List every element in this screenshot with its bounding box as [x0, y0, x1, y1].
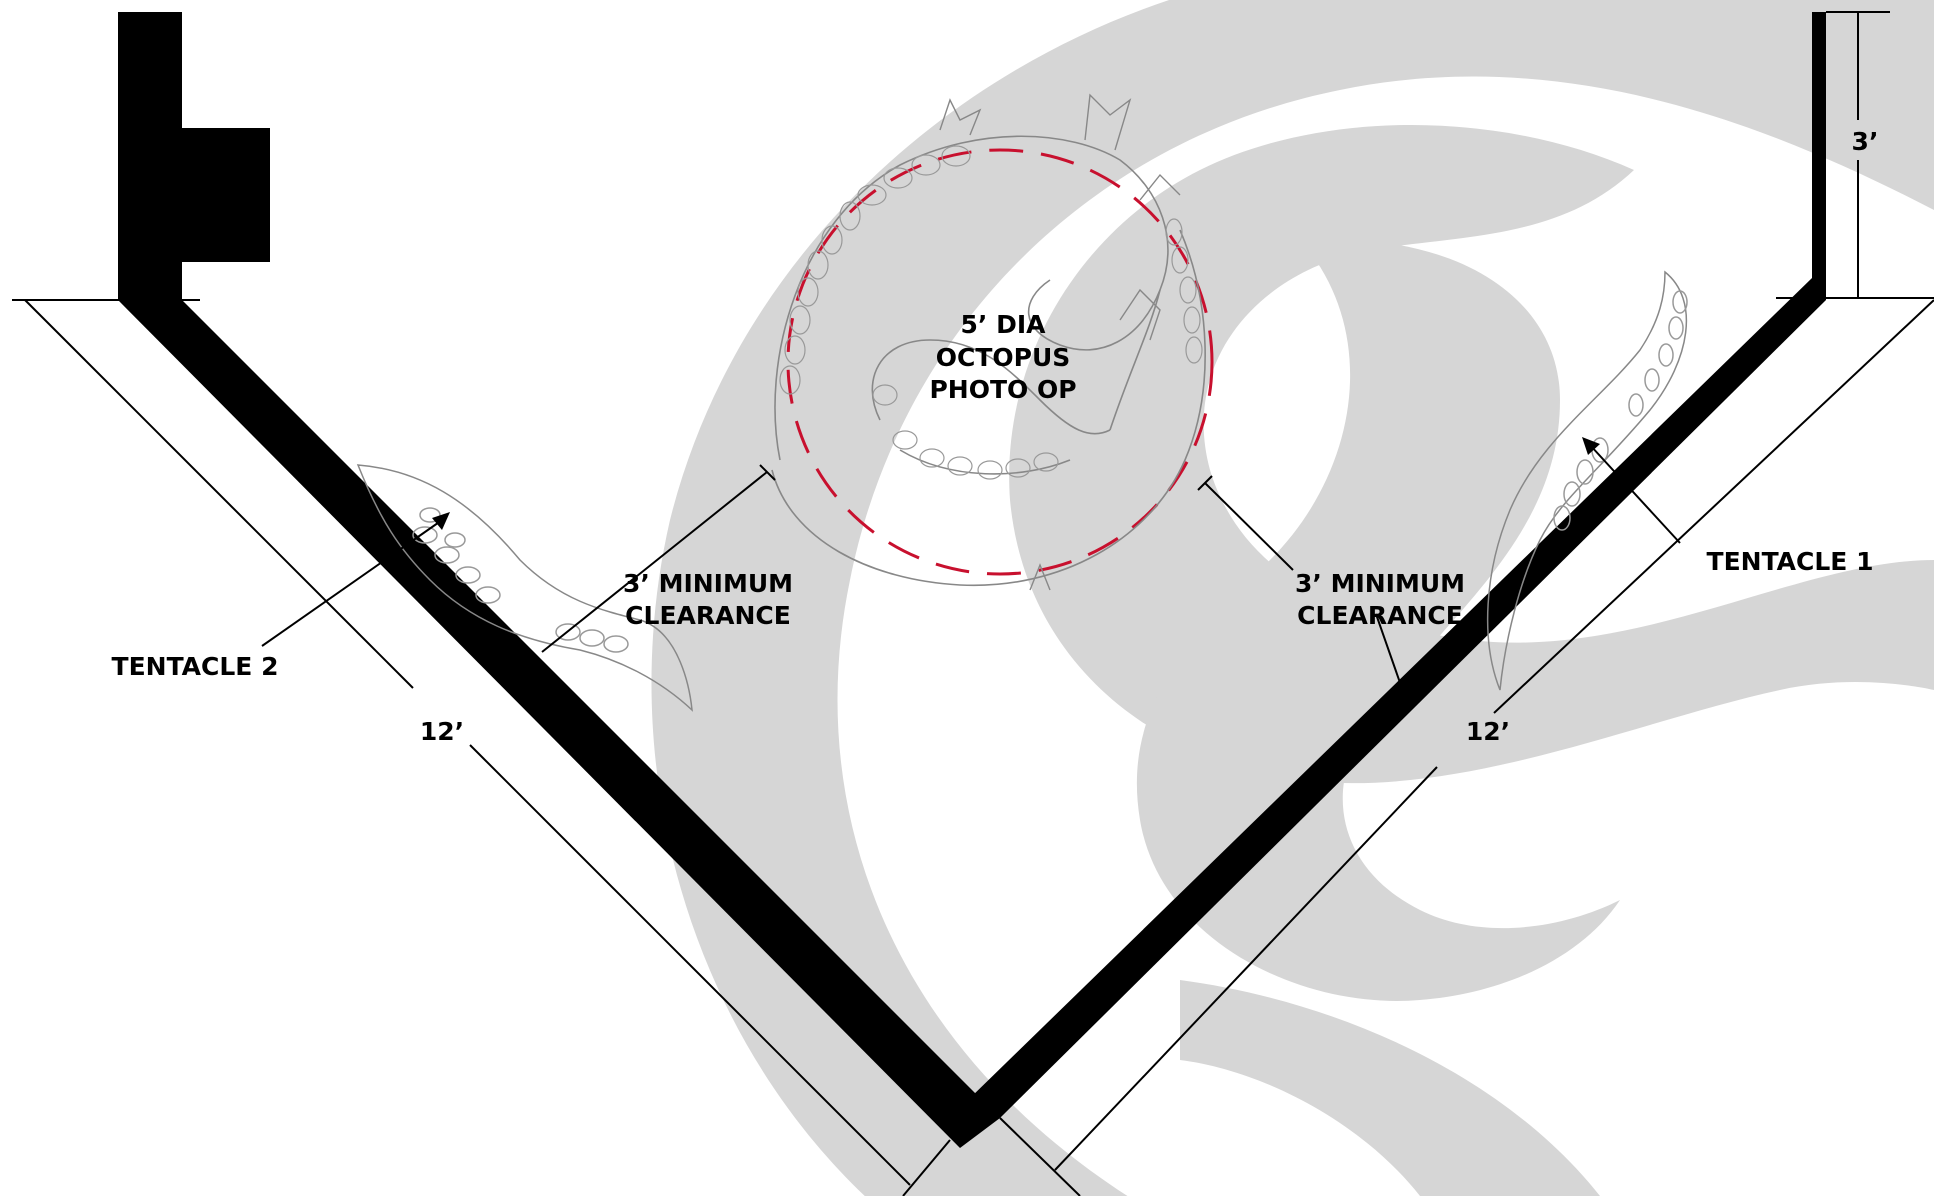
wall-left-diagonal [118, 300, 1000, 1148]
dimension-left-length: 12’ [420, 717, 464, 746]
arrowhead-tentacle-1 [1582, 437, 1600, 455]
dimension-lines [24, 11, 1934, 1196]
wall-right-post [1812, 12, 1826, 300]
leader-lines [261, 444, 1681, 698]
clearance-left-line-1: 3’ MINIMUM [623, 569, 793, 598]
clearance-left-line-2: CLEARANCE [625, 601, 791, 630]
dimension-top-right: 3’ [1852, 127, 1879, 156]
tentacle-2-label: TENTACLE 2 [112, 652, 279, 681]
octopus-photo-op-sketch [771, 93, 1214, 591]
octopus-clearance-circle [786, 148, 1214, 576]
dimension-right-length: 12’ [1466, 717, 1510, 746]
walls [12, 12, 1934, 1148]
wall-left-column [118, 12, 270, 300]
tentacle-1-sketch [1486, 270, 1688, 691]
octopus-fins [939, 93, 1181, 591]
arrowhead-tentacle-2 [432, 512, 450, 530]
octopus-label-line-1: 5’ DIA [961, 310, 1047, 339]
wall-right-diagonal [968, 278, 1826, 1118]
arrowheads [432, 437, 1600, 530]
octopus-label-line-2: OCTOPUS [936, 343, 1071, 372]
clearance-right-line-2: CLEARANCE [1297, 601, 1463, 630]
tentacle-1-label: TENTACLE 1 [1707, 547, 1874, 576]
octopus-label-line-3: PHOTO OP [929, 375, 1076, 404]
tentacle-2-sketch [356, 464, 693, 712]
clearance-right-line-1: 3’ MINIMUM [1295, 569, 1465, 598]
labels: 5’ DIA OCTOPUS PHOTO OP 3’ MINIMUM CLEAR… [112, 127, 1879, 746]
